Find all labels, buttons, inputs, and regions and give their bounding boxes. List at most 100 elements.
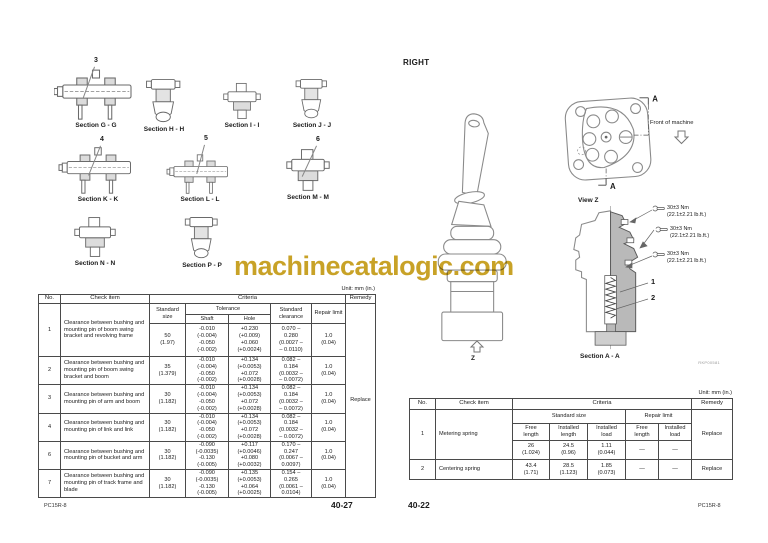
view-z-diagram: A A — [564, 95, 658, 191]
row1-no: 1 — [38, 303, 61, 357]
row7-check-item: Clearance between bushing and mounting p… — [60, 468, 150, 499]
row6-no: 6 — [38, 440, 61, 471]
figure-section-m-m: Section M - M — [280, 148, 336, 201]
row4-clearance: 0.082 – 0.184 (0.0032 – – 0.0072) — [270, 412, 312, 442]
torque-callout-1: 30±3 Nm (22.1±2.21 lb.ft.) — [652, 205, 706, 219]
section-label: Section G - G — [75, 122, 117, 129]
th-check-item: Check item — [60, 294, 150, 304]
callout-6: 6 — [316, 136, 320, 143]
th-installed-length: Installed length — [549, 423, 588, 441]
row2-shaft: -0.010 (-0.004) -0.050 (-0.002) — [185, 355, 229, 386]
row2-size: 35 (1.379) — [149, 355, 186, 386]
th-standard-size: Standard size — [149, 303, 186, 324]
th-remedy: Remedy — [345, 294, 377, 304]
part-label-2: 2 — [651, 293, 656, 302]
row2-repair-free-length: — — [625, 459, 659, 480]
callout-3: 3 — [94, 57, 98, 64]
wrench-icon — [652, 205, 665, 212]
wrench-icon — [655, 226, 668, 233]
pin-joint-diagram — [184, 217, 218, 259]
row4-size: 30 (1.182) — [149, 412, 186, 442]
th-criteria: Criteria — [148, 294, 347, 304]
footer-page-left: 40-27 — [331, 500, 353, 510]
view-z-label: View Z — [578, 197, 599, 204]
figure-section-j-j: Section J - J — [286, 78, 338, 129]
part-label-1: 1 — [651, 277, 656, 286]
row3-check-item: Clearance between bushing and mounting p… — [60, 384, 150, 414]
spring-table: No. Check item Criteria Remedy 1 Meterin… — [409, 398, 734, 480]
th-repair-limit: Repair limit — [310, 303, 347, 324]
row7-hole: +0.135 (+0.0053) +0.064 (+0.0025) — [228, 468, 271, 499]
row7-no: 7 — [38, 468, 61, 499]
section-label: Section M - M — [287, 194, 329, 201]
row2-free-length: 43.4 (1.71) — [512, 459, 550, 480]
row7-size: 30 (1.182) — [149, 468, 186, 499]
row3-size: 30 (1.182) — [149, 384, 186, 414]
row7-clearance: 0.154 – 0.265 (0.0061 – 0.0104) — [270, 468, 312, 499]
row7-shaft: -0.090 (-0.0035) -0.130 (-0.005) — [185, 468, 229, 499]
pin-joint-diagram — [146, 79, 181, 123]
row3-repair: 1.0 (0.04) — [310, 384, 347, 414]
pin-joint-diagram — [74, 217, 116, 257]
section-label: Section I - I — [224, 122, 260, 129]
th-no: No. — [38, 294, 61, 304]
section-label: Section J - J — [292, 122, 332, 129]
row6-clearance: 0.170 – 0.247 (0.0067 – 0.0097) — [270, 440, 312, 471]
row2-no: 2 — [38, 355, 61, 386]
row1-repair-installed-load: — — [657, 440, 693, 460]
section-label: Section H - H — [143, 126, 185, 133]
row3-hole: +0.134 (+0.0053) +0.072 (+0.0028) — [228, 384, 271, 414]
callout-leader-overlay — [615, 209, 655, 310]
footer-page-right: 40-22 — [408, 500, 430, 510]
row2-repair: 1.0 (0.04) — [310, 355, 347, 386]
row6-check-item: Clearance between bushing and mounting p… — [60, 440, 150, 471]
pin-joint-diagram — [223, 82, 261, 120]
figure-section-k-k: Section K - K — [54, 142, 142, 203]
page-heading: RIGHT — [403, 58, 430, 67]
row6-size: 30 (1.182) — [149, 440, 186, 471]
z-label: Z — [471, 355, 475, 362]
row1-check-item: Clearance between bushing and mounting p… — [60, 303, 150, 357]
section-label: Section L - L — [180, 196, 220, 203]
row4-hole: +0.134 (+0.0053) +0.072 (+0.0028) — [228, 412, 271, 442]
row1-hole: +0.230 (+0.009) +0.060 (+0.0024) — [228, 323, 271, 357]
spring-coil — [604, 277, 617, 319]
footer-model-left: PC15R-8 — [44, 503, 67, 509]
row2-check-item: Clearance between bushing and mounting p… — [60, 355, 150, 386]
torque-lbft: (22.1±2.21 lb.ft.) — [670, 232, 710, 239]
section-marker-a-bottom: A — [610, 182, 616, 191]
row1-check-item: Metering spring — [435, 409, 513, 460]
row1-installed-load: 1.11 (0.044) — [587, 440, 626, 460]
th-free-length: Free length — [512, 423, 550, 441]
row2-check-item: Centering spring — [435, 459, 513, 480]
th-standard-clearance: Standard clearance — [270, 303, 312, 324]
torque-nm: 30±3 Nm — [667, 251, 689, 257]
row1-repair-free-length: — — [625, 440, 659, 460]
row4-no: 4 — [38, 412, 61, 442]
row3-no: 3 — [38, 384, 61, 414]
figure-section-h-h: Section H - H — [138, 78, 190, 133]
callout-4: 4 — [100, 136, 104, 143]
row3-clearance: 0.082 – 0.184 (0.0032 – – 0.0072) — [270, 384, 312, 414]
front-of-machine-arrow-icon — [673, 130, 690, 145]
row1-clearance: 0.070 – 0.280 (0.0027 – – 0.0110) — [270, 323, 312, 357]
row2-hole: +0.134 (+0.0053) +0.072 (+0.0028) — [228, 355, 271, 386]
front-of-machine-label: Front of machine — [650, 120, 694, 126]
th-repair-free-length: Free length — [625, 423, 659, 441]
section-a-a-label: Section A - A — [580, 353, 620, 360]
figure-section-n-n: Section N - N — [62, 216, 128, 267]
row2-clearance: 0.082 – 0.184 (0.0032 – – 0.0072) — [270, 355, 312, 386]
drawing-code: RKP00581 — [698, 360, 720, 365]
th-tolerance: Tolerance — [185, 303, 271, 315]
th-repair-limit: Repair limit — [624, 409, 693, 424]
torque-nm: 30±3 Nm — [667, 205, 689, 211]
row1-no: 1 — [409, 409, 436, 460]
section-a-a-diagram — [573, 206, 639, 350]
figure-section-g-g: Section G - G — [54, 64, 138, 129]
row4-repair: 1.0 (0.04) — [310, 412, 347, 442]
section-label: Section N - N — [74, 260, 116, 267]
figure-section-l-l: Section L - L — [164, 150, 236, 203]
torque-lbft: (22.1±2.21 lb.ft.) — [667, 211, 707, 218]
row1-free-length: 26 (1.024) — [512, 440, 550, 460]
